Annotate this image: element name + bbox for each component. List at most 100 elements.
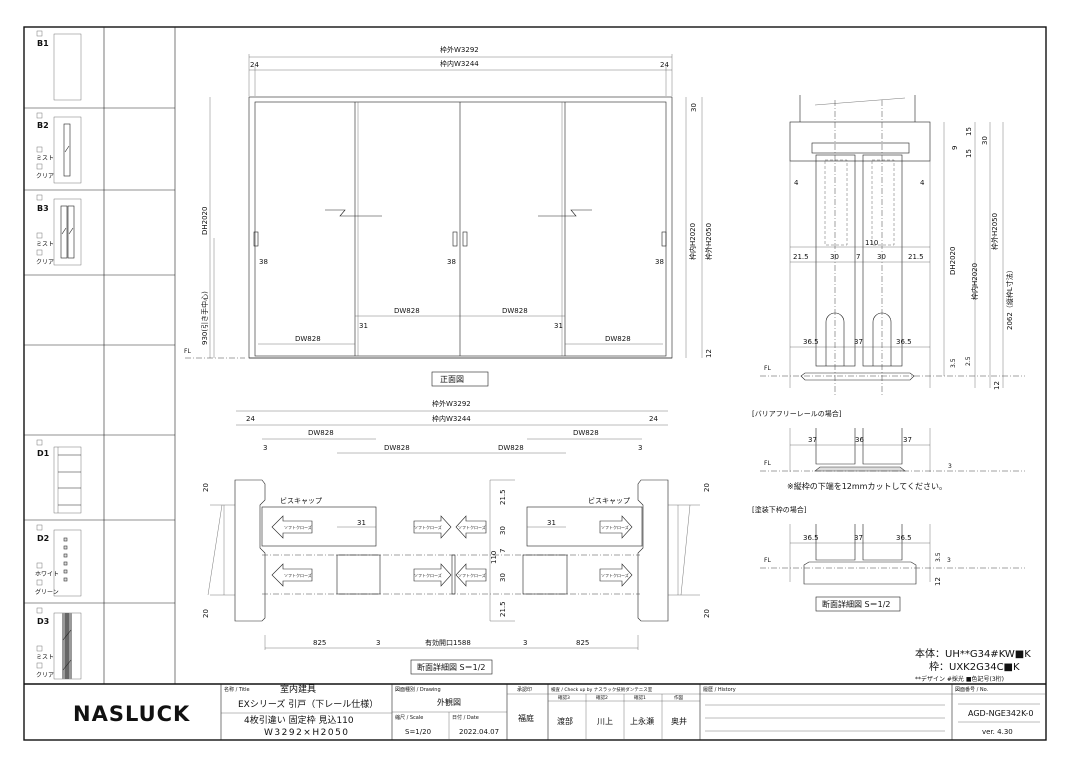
soft-close-arrow-icon: ソフトクローズ [599,515,633,539]
drawing-type: 外観図 [437,697,461,707]
sample-code: B2 [37,121,49,130]
approver-name: 福庭 [518,713,534,723]
drawing-label: 図面種別 / Drawing [395,686,441,693]
dim-side: 24 [649,415,658,423]
check-role: 作図 [674,694,683,701]
door-panel [522,554,568,595]
scale-label: 縮尺 / Scale [395,714,423,721]
dim-3-5: 3.5 [935,552,942,562]
right-jamb [637,479,669,622]
sample-d3[interactable]: D3 ミスト クリア [36,607,82,680]
frame-outline [248,96,673,359]
left-jamb [234,479,266,622]
dim-side: 24 [246,415,255,423]
sample-code: B1 [37,39,49,48]
section-caption: 断面詳細図 S＝1/2 [822,599,891,609]
dim-inner-height: 枠内H2020 [688,223,697,260]
sample-d1[interactable]: D1 [36,439,82,514]
dim-3-5: 3.5 [950,358,957,368]
front-view-caption: 正面図 [440,375,464,384]
painted-sill [803,561,917,585]
dim-overlap: 31 [554,322,563,330]
sample-option: ミスト [36,241,54,248]
handle-icon [661,231,667,247]
door-panel [451,554,456,595]
dim-gap: 3 [263,444,267,452]
dim-door-width: DW828 [498,444,524,452]
soft-close-label: ソフトクローズ [458,572,486,578]
screw-cap-label: ビスキャップ [588,496,630,505]
dim-leaf: 825 [576,639,589,647]
sample-code: D3 [37,617,49,626]
soft-close-label: ソフトクローズ [414,572,442,578]
soft-close-arrow-icon: ソフトクローズ [413,563,452,587]
fl-mark: FL [184,348,191,355]
check-role: 確認2 [596,694,608,701]
date-label: 日付 / Date [452,714,479,721]
dim-36-5: 36.5 [896,338,912,346]
checker-name: 奥井 [671,716,687,726]
sample-code: D2 [37,534,49,543]
soft-close-arrow-icon: ソフトクローズ [271,563,313,587]
dim-leaf: 825 [313,639,326,647]
dim-inner-width: 枠内W3244 [432,414,471,423]
soft-close-label: ソフトクローズ [284,524,312,530]
dim-30: 30 [830,253,839,261]
dim-21-5: 21.5 [908,253,924,261]
dim-36-5: 36.5 [803,534,819,542]
dim-21-5: 21.5 [499,489,507,505]
dim-door-height: DH2020 [201,207,209,235]
sample-b2[interactable]: B2 ミスト クリア [36,112,82,184]
dim-door-width: DW828 [308,429,334,437]
spec-body: 本体：UH**G34#KW■K [915,647,1031,660]
scale-value: S=1/20 [405,728,431,736]
title-line-2: EXシリーズ 引戸（下レール仕様） [238,698,378,710]
dim-36-5: 36.5 [896,534,912,542]
dim-top: 30 [690,103,698,112]
handle-icon [452,231,458,247]
dim-outer-width: 枠外W3292 [432,399,471,408]
dim-outer-width: 枠外W3292 [440,45,479,54]
dim-110: 110 [490,551,498,564]
opening-arrow-icon [325,209,382,217]
dim-4: 4 [920,179,925,187]
door-panel [261,506,377,547]
dim-door-height: DH2020 [949,247,957,275]
dim-overlap: 31 [357,519,366,527]
floor-rail [800,372,915,381]
soft-close-arrow-icon: ソフトクローズ [413,515,452,539]
dim-37: 37 [808,436,817,444]
soft-close-label: ソフトクローズ [601,524,629,530]
dim-20: 20 [703,483,711,492]
dim-handle-center: 930(引き手中心) [200,291,209,345]
dim-30: 30 [499,573,507,582]
dim-30: 30 [499,526,507,535]
dim-15: 15 [965,149,973,158]
date-value: 2022.04.07 [459,728,499,736]
sample-b1[interactable]: B1 [36,30,82,101]
opening-arrow-icon [538,209,592,217]
sample-b3[interactable]: B3 ミスト クリア [36,194,82,266]
dim-3: 3 [947,557,951,564]
sample-option: クリア [36,672,54,679]
sample-code: D1 [37,449,50,458]
drawing-number: AGD-NGE342K-0 [968,709,1033,718]
dim-37: 37 [854,534,863,542]
fl-mark: FL [764,460,771,467]
dim-20: 20 [202,609,210,618]
title-block: NASLUCK 名称 / Title 室内建具 EXシリーズ 引戸（下レール仕様… [73,683,1046,740]
front-view: 枠外W3292 枠内W3244 24 24 38 38 38 DW828 DW8… [184,45,713,387]
dim-bottom: 12 [705,349,713,358]
version: ver. 4.30 [982,728,1013,736]
dim-3: 3 [948,463,952,470]
dim-7: 7 [499,549,507,553]
dim-7: 7 [856,253,860,261]
dim-gap: 3 [638,444,642,452]
dim-20: 20 [202,483,210,492]
dim-outer-height: 枠外H2050 [990,213,999,250]
sample-d2[interactable]: D2 ホワイト グリーン [35,524,82,597]
soft-close-arrow-icon: ソフトクローズ [455,563,487,587]
handle-icon [462,231,468,247]
checker-name: 川上 [597,717,613,726]
